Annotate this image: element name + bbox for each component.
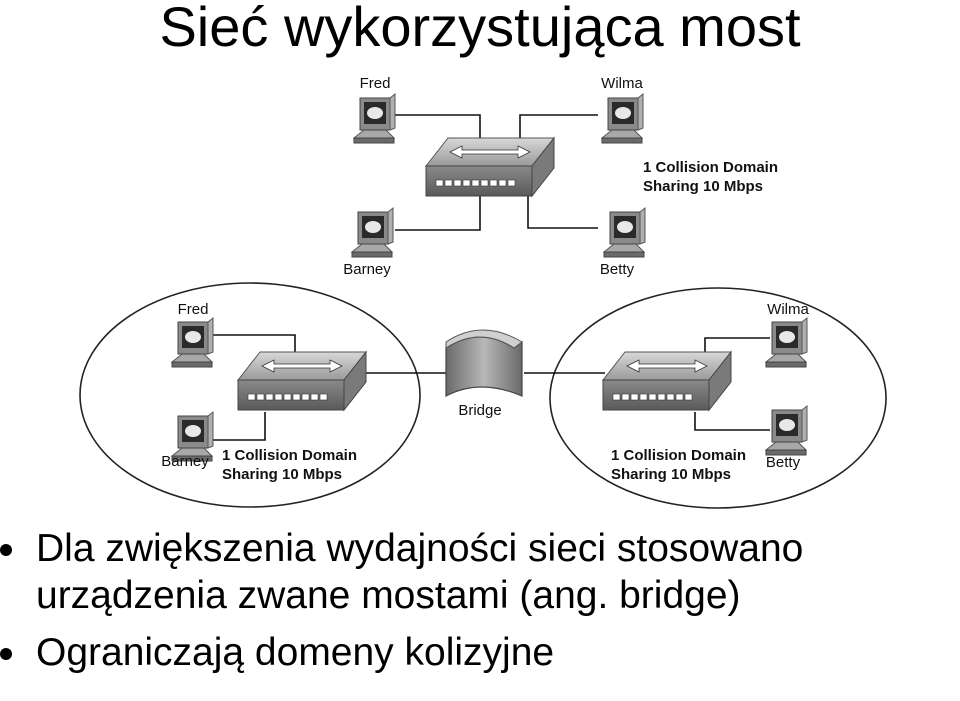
collision-domain-ellipse — [79, 282, 421, 508]
left-segment-cables — [213, 334, 448, 441]
computer-icon — [603, 207, 646, 258]
bridge-label: Bridge — [458, 402, 501, 419]
host-label-barney: Barney — [161, 453, 209, 470]
bullet-item: Ograniczają domeny kolizyjne — [0, 629, 960, 676]
bandwidth-note: Sharing 10 Mbps — [222, 466, 342, 483]
host-label-fred: Fred — [360, 75, 391, 92]
left-segment: Fred Barney 1 Collision Domain Sharing 1… — [79, 282, 448, 508]
right-segment: Wilma Betty 1 Collision Domain Sharing 1… — [524, 287, 887, 509]
bridge: Bridge — [445, 329, 523, 419]
collision-domain-ellipse — [549, 287, 887, 509]
hub-icon — [237, 351, 367, 411]
collision-domain-note: 1 Collision Domain — [611, 447, 746, 464]
bullet-item: Dla zwiększenia wydajności sieci stosowa… — [0, 525, 960, 619]
bullet-text: Ograniczają domeny kolizyjne — [36, 631, 555, 674]
computer-icon — [353, 93, 396, 144]
computer-icon — [765, 405, 808, 456]
network-diagram: Fred Wilma Barney Betty 1 Collision Doma… — [79, 75, 887, 509]
hub-icon — [425, 137, 555, 197]
host-label-fred: Fred — [178, 301, 209, 318]
collision-domain-note: 1 Collision Domain — [222, 447, 357, 464]
page-title: Sieć wykorzystująca most — [159, 0, 801, 58]
hub-icon — [602, 351, 732, 411]
bullet-text: Dla zwiększenia wydajności sieci stosowa… — [36, 527, 804, 617]
host-label-betty: Betty — [766, 454, 801, 471]
computer-icon — [765, 317, 808, 368]
top-network: Fred Wilma Barney Betty 1 Collision Doma… — [343, 75, 778, 278]
computer-icon — [351, 207, 394, 258]
top-network-cables — [395, 114, 598, 231]
host-label-barney: Barney — [343, 261, 391, 278]
bullet-dot-icon — [0, 648, 12, 660]
bandwidth-note: Sharing 10 Mbps — [611, 466, 731, 483]
host-label-wilma: Wilma — [767, 301, 809, 318]
bullet-list: Dla zwiększenia wydajności sieci stosowa… — [0, 525, 960, 676]
host-label-wilma: Wilma — [601, 75, 643, 92]
collision-domain-note: 1 Collision Domain — [643, 159, 778, 176]
bandwidth-note: Sharing 10 Mbps — [643, 178, 763, 195]
right-segment-cables — [524, 337, 770, 431]
computer-icon — [171, 317, 214, 368]
computer-icon — [601, 93, 644, 144]
bullet-dot-icon — [0, 544, 12, 556]
host-label-betty: Betty — [600, 261, 635, 278]
